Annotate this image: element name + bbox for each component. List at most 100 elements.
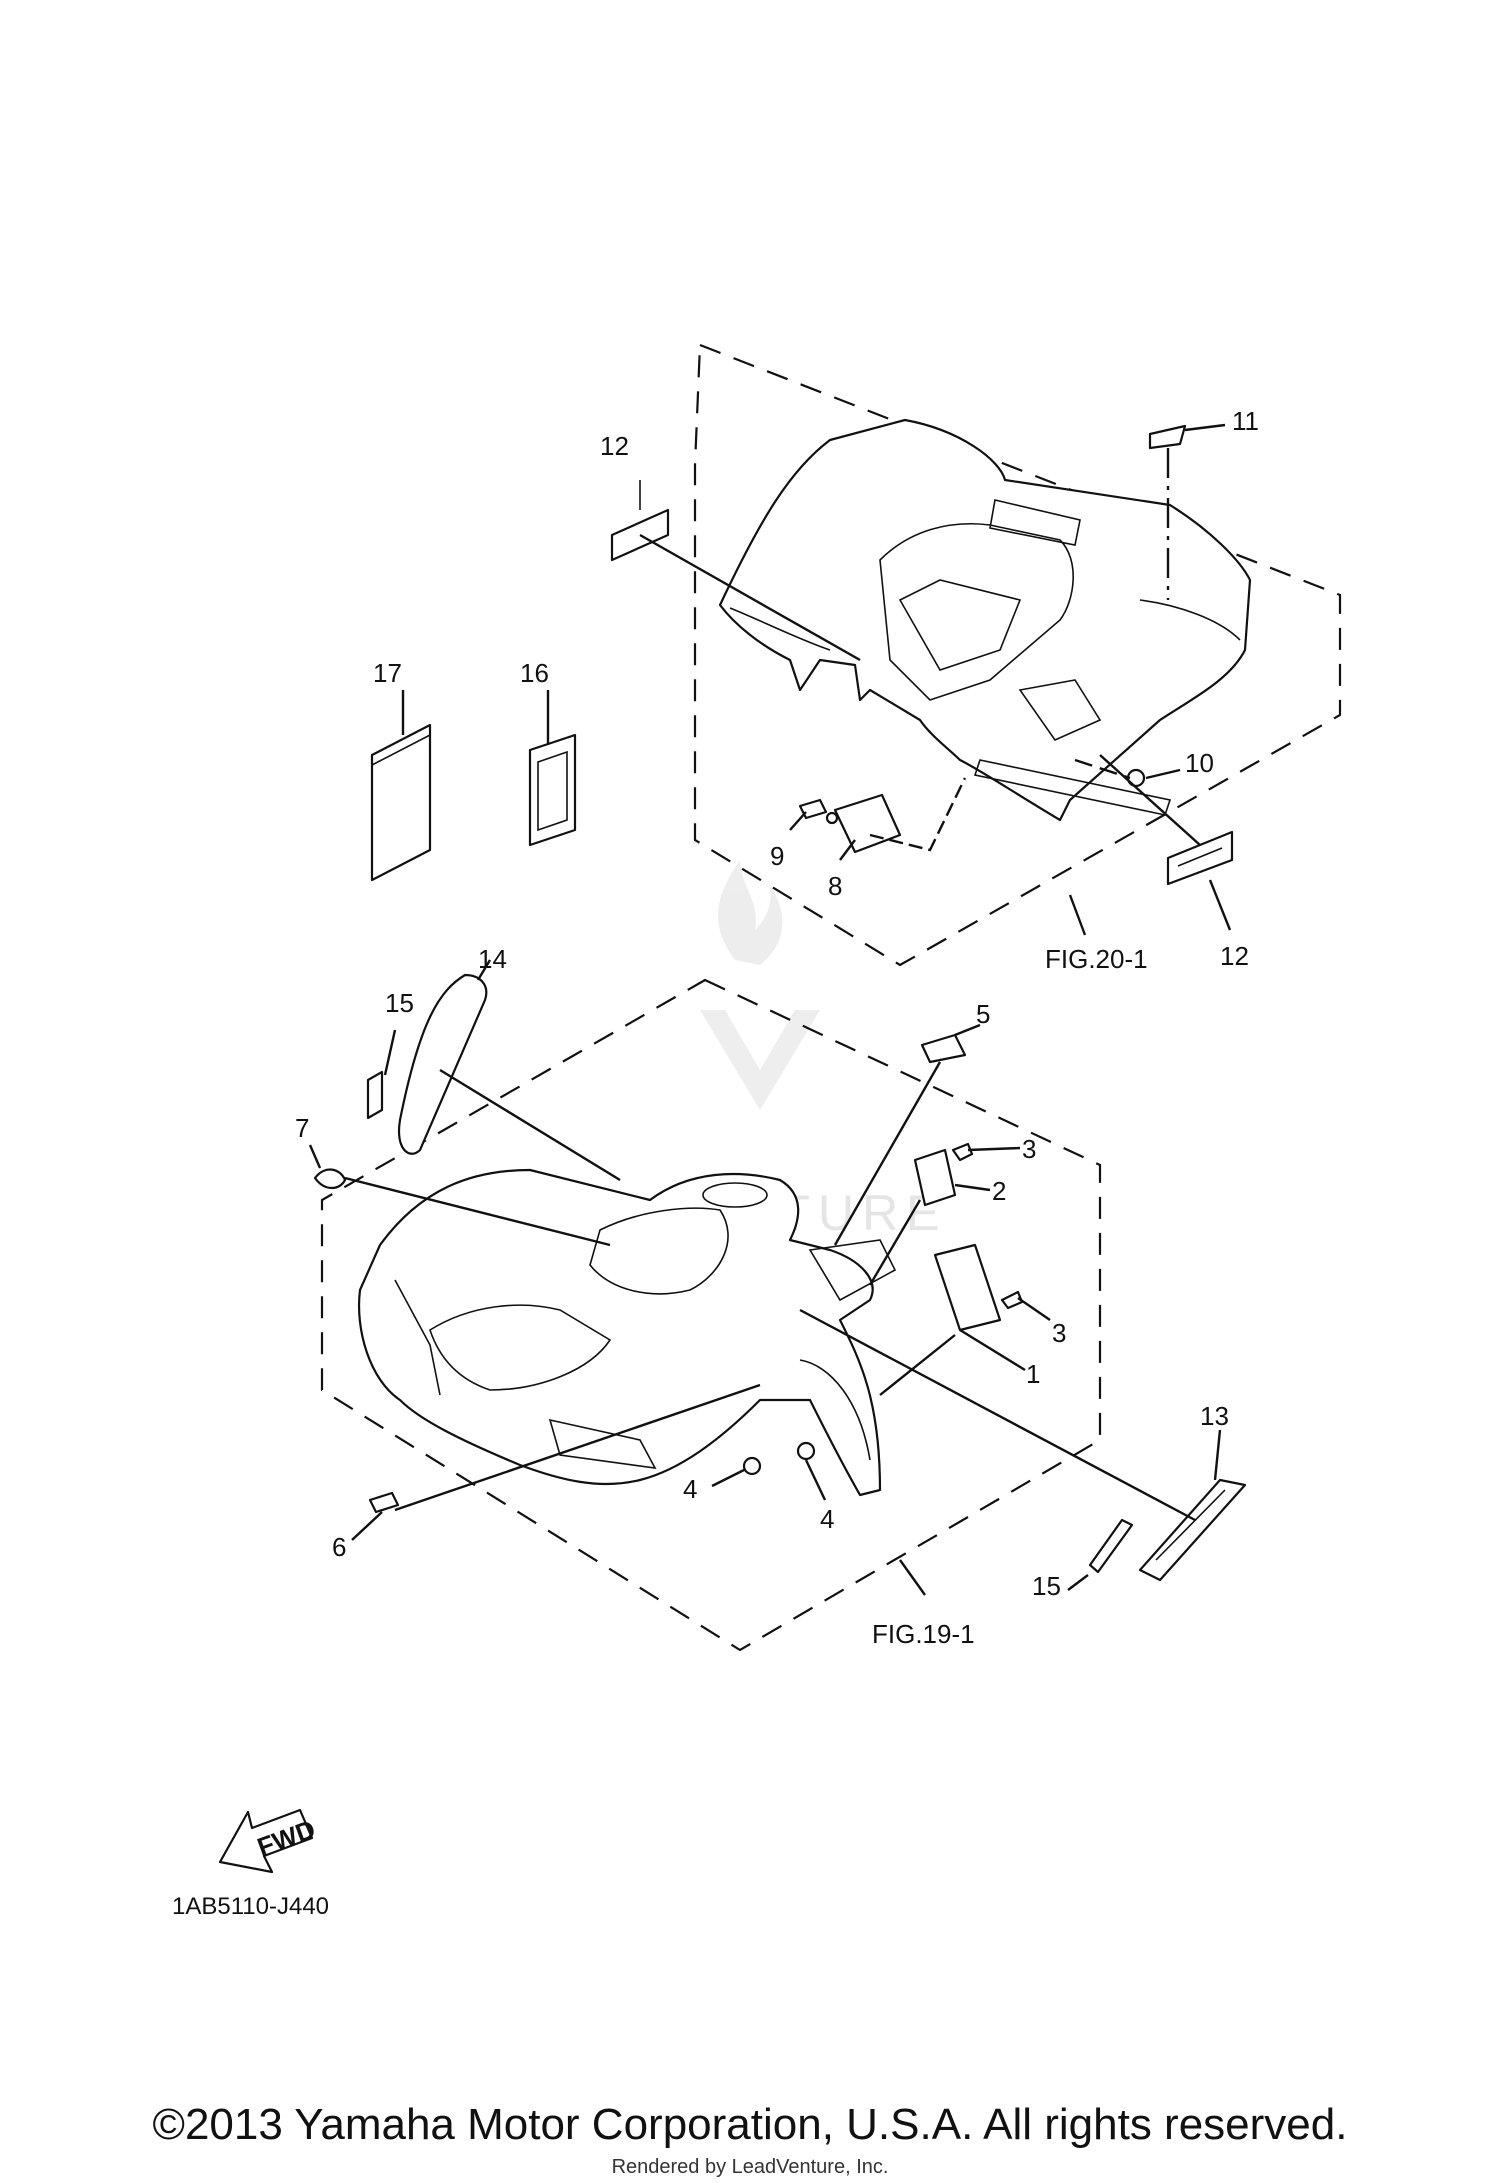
- front-fender-hood: [429, 1304, 612, 1391]
- rear-fender-left-edge: [729, 607, 831, 651]
- callout-14: 14: [478, 944, 507, 974]
- leader-5-down: [833, 1061, 942, 1246]
- leader-12-right: [1099, 754, 1201, 846]
- leader-12-left: [639, 533, 861, 662]
- plate-1: [933, 1243, 1002, 1332]
- leader-fig-20: [1068, 894, 1087, 936]
- manual-17: [370, 723, 432, 882]
- callout-5: 5: [976, 999, 990, 1029]
- plate-2: [913, 1148, 957, 1207]
- leader-9: [789, 811, 807, 831]
- rear-fender-storage-box: [898, 579, 1022, 671]
- callout-7: 7: [295, 1113, 309, 1143]
- callout-12-right: 12: [1220, 941, 1249, 971]
- callout-labels: 12 11 17 1 6 10 9 8 12 FIG.20-1 14 15 5 7…: [172, 406, 1259, 1920]
- rear-fender-group: [610, 343, 1342, 967]
- callout-13: 13: [1200, 1401, 1229, 1431]
- emblem-13-lettering: [1155, 1489, 1226, 1561]
- leader-6: [351, 1511, 383, 1541]
- tag-16-inner: [537, 750, 568, 832]
- grommet-4-left: [742, 1456, 762, 1476]
- front-fender-headlight-recess: [548, 1418, 657, 1470]
- callout-15-right: 15: [1032, 1571, 1061, 1601]
- ref-fig-19: FIG.19-1: [872, 1619, 975, 1649]
- callout-4-left: 4: [683, 1474, 697, 1504]
- emblem-13: [1138, 1478, 1247, 1582]
- manual-17-band: [371, 734, 431, 766]
- leader-13: [1213, 1429, 1222, 1481]
- front-fender-group: [308, 959, 1247, 1652]
- callout-3-lower: 3: [1052, 1318, 1066, 1348]
- rear-fender-body: [718, 418, 1252, 822]
- decal-12-right: [1166, 830, 1234, 886]
- leader-8-to-fender: [869, 777, 967, 852]
- callout-3-upper: 3: [1022, 1134, 1036, 1164]
- leader-14-to-fender: [439, 1068, 621, 1182]
- rear-fender-emblem-panel: [989, 499, 1081, 546]
- decal-11: [1148, 424, 1187, 450]
- front-fender-fuel-cap-opening: [702, 1182, 768, 1208]
- leader-1-down: [879, 1334, 956, 1396]
- copyright-notice: ©2013 Yamaha Motor Corporation, U.S.A. A…: [152, 2100, 1348, 2149]
- cap-7: [313, 1168, 347, 1190]
- leader-4-left: [711, 1468, 745, 1488]
- callout-9: 9: [770, 841, 784, 871]
- rear-fender-dashed-boundary: [693, 343, 1342, 967]
- decal-15-left: [366, 1070, 384, 1120]
- callout-17: 17: [373, 658, 402, 688]
- leader-10: [1145, 768, 1181, 780]
- leader-15-right: [1067, 1574, 1089, 1591]
- front-fender-seat-area: [589, 1207, 729, 1295]
- front-fender-right-wheel-arch: [799, 1359, 871, 1461]
- leader-7-to-fender: [344, 1176, 611, 1247]
- bolt-3-upper: [951, 1142, 974, 1162]
- leader-6-to-fender: [394, 1383, 761, 1512]
- decal-12-right-text: [1177, 847, 1223, 867]
- callout-11: 11: [1232, 406, 1259, 436]
- front-fender-dashed-boundary: [320, 978, 1102, 1652]
- leader-3-lower: [1017, 1297, 1051, 1321]
- leader-13-to-fender: [799, 1308, 1196, 1522]
- leader-fig-19: [899, 1559, 926, 1596]
- rear-fender-right-edge: [1139, 599, 1241, 641]
- callout-12-left: 12: [600, 431, 629, 461]
- leader-14: [476, 959, 492, 981]
- leader-2: [954, 1183, 991, 1192]
- tag-16: [528, 733, 577, 847]
- decal-15-right: [1088, 1518, 1134, 1574]
- callout-8: 8: [828, 871, 842, 901]
- leader-7: [308, 1144, 322, 1169]
- decal-5: [920, 1033, 967, 1064]
- callout-4-right: 4: [820, 1504, 834, 1534]
- ref-fig-20: FIG.20-1: [1045, 944, 1148, 974]
- callout-15-left: 15: [385, 988, 414, 1018]
- leader-12-right-label: [1208, 879, 1232, 931]
- leader-8: [839, 839, 856, 861]
- leader-4-right: [804, 1459, 827, 1501]
- callout-1: 1: [1026, 1359, 1040, 1389]
- callout-6: 6: [332, 1532, 346, 1562]
- fwd-direction-arrow: FWD: [218, 1808, 319, 1874]
- front-fender-body: [358, 1168, 882, 1497]
- leader-10-dashed: [1074, 758, 1131, 780]
- fwd-arrow-icon: [218, 1808, 314, 1874]
- plate-8: [833, 793, 902, 854]
- front-fender-left-grille: [394, 1279, 441, 1396]
- leader-5: [954, 1023, 981, 1037]
- leader-15-left: [383, 1029, 397, 1076]
- leader-2-down: [868, 1199, 922, 1286]
- drawing-code: 1AB5110-J440: [172, 1893, 329, 1920]
- decal-6: [368, 1491, 400, 1514]
- rear-fender-cargo-area: [879, 522, 1074, 701]
- rendered-by-credit: Rendered by LeadVenture, Inc.: [611, 2156, 889, 2178]
- callout-10: 10: [1185, 748, 1214, 778]
- screw-9-tip: [825, 811, 839, 825]
- pad-14: [397, 973, 488, 1155]
- manual-stickers: [370, 690, 577, 882]
- leader-11: [1184, 423, 1226, 432]
- rear-fender-plate-recess: [1018, 679, 1102, 741]
- leader-1: [959, 1328, 1026, 1372]
- front-fender-side-panel: [808, 1239, 897, 1302]
- callout-2: 2: [992, 1176, 1006, 1206]
